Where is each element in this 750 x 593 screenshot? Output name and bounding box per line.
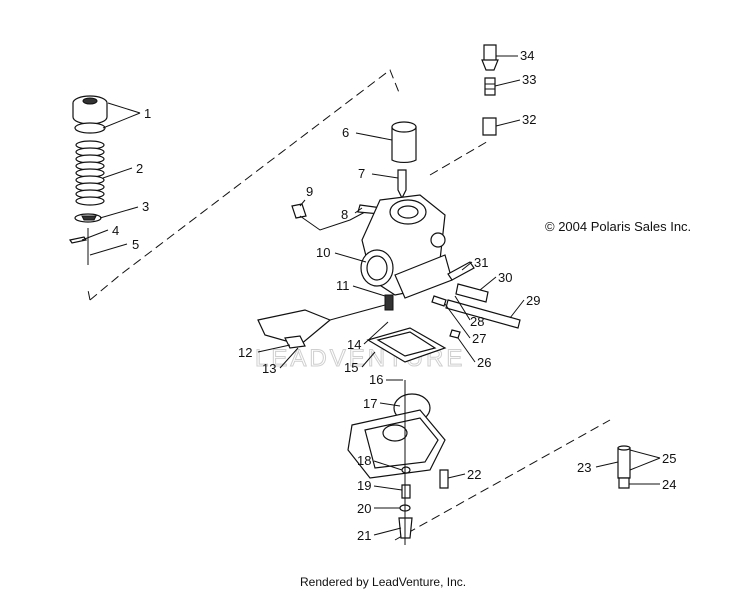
callout-20: 20: [357, 501, 371, 516]
bowl-screw-part: [439, 469, 449, 489]
callout-28: 28: [470, 314, 484, 329]
float-bowl-gasket-part: [366, 327, 447, 363]
callout-4: 4: [112, 223, 119, 238]
explosion-lines: [87, 69, 611, 541]
callout-31: 31: [474, 255, 488, 270]
cap-nut-part: [482, 117, 497, 136]
leader-lines: [81, 55, 661, 536]
callout-18: 18: [357, 453, 371, 468]
callout-10: 10: [316, 245, 330, 260]
small-fittings-part: [384, 294, 461, 339]
callout-1: 1: [144, 106, 151, 121]
callout-19: 19: [357, 478, 371, 493]
callout-23: 23: [577, 460, 591, 475]
callout-14: 14: [347, 337, 361, 352]
float-valve-part: [257, 304, 386, 349]
spring-seat-part: [74, 213, 102, 223]
callout-34: 34: [520, 48, 534, 63]
callout-26: 26: [477, 355, 491, 370]
callout-9: 9: [306, 184, 313, 199]
throttle-cable-part: [291, 203, 366, 231]
callout-16: 16: [369, 372, 383, 387]
callout-12: 12: [238, 345, 252, 360]
callout-labels: 1 2 3 4 5 6 7 8 9 10 11 12 13 14 15 16 1…: [112, 48, 676, 543]
callout-15: 15: [344, 360, 358, 375]
float-bowl-part: [347, 409, 446, 479]
callout-2: 2: [136, 161, 143, 176]
idle-screw-part: [447, 261, 475, 281]
callout-33: 33: [522, 72, 536, 87]
pin-nut-part: [618, 477, 630, 489]
callout-13: 13: [262, 361, 276, 376]
callout-17: 17: [363, 396, 377, 411]
callout-8: 8: [341, 207, 348, 222]
drain-pin-part: [617, 445, 631, 479]
callout-21: 21: [357, 528, 371, 543]
slide-needle-part: [397, 169, 407, 200]
callout-29: 29: [526, 293, 540, 308]
throttle-slide-part: [391, 121, 417, 164]
callout-24: 24: [662, 477, 676, 492]
throttle-shaft-part: [445, 283, 521, 329]
pilot-jet-part: [481, 44, 499, 71]
callout-27: 27: [472, 331, 486, 346]
callout-6: 6: [342, 125, 349, 140]
callout-5: 5: [132, 237, 139, 252]
callout-3: 3: [142, 199, 149, 214]
callout-25: 25: [662, 451, 676, 466]
copyright-text: © 2004 Polaris Sales Inc.: [545, 219, 691, 234]
callout-32: 32: [522, 112, 536, 127]
carburetor-body-part: [360, 194, 453, 299]
jet-spring-part: [484, 77, 496, 96]
callout-7: 7: [358, 166, 365, 181]
drain-parts: [398, 380, 413, 545]
throttle-spring-part: [75, 140, 105, 206]
callout-22: 22: [467, 467, 481, 482]
footer-text: Rendered by LeadVenture, Inc.: [300, 575, 466, 589]
carburetor-cap-part: [72, 95, 108, 134]
callout-30: 30: [498, 270, 512, 285]
jet-needle-part: [69, 228, 89, 265]
callout-11: 11: [336, 278, 350, 293]
